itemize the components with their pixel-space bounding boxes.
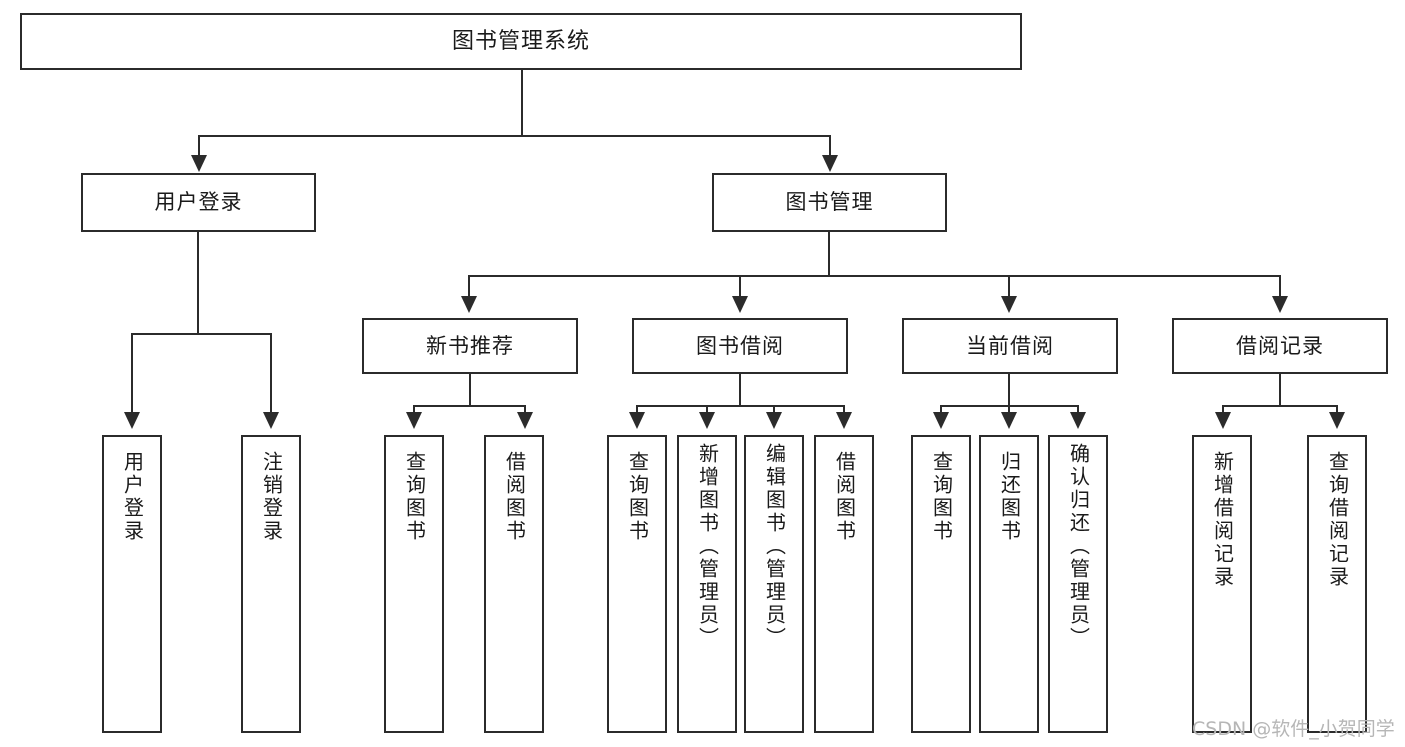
arrowhead-add-record xyxy=(1215,412,1231,429)
connector-new-book-to-leaf-1 xyxy=(413,405,415,415)
leaf-confirm-return-admin[interactable]: 确认归还（管理员） xyxy=(1048,435,1108,733)
node-user-login[interactable]: 用户登录 xyxy=(81,173,316,232)
arrowhead-current-borrow xyxy=(1001,296,1017,313)
connector-user-login-stem xyxy=(197,232,199,334)
leaf-query-book-recommend[interactable]: 查询图书 xyxy=(384,435,444,733)
connector-root-bus xyxy=(199,135,831,137)
arrowhead-new-book xyxy=(461,296,477,313)
connector-user-login-to-leaf-1 xyxy=(131,333,133,415)
connector-borrow-record-to-leaf-2 xyxy=(1336,405,1338,415)
connector-book-borrow-to-leaf-2 xyxy=(706,405,708,415)
leaf-borrow-book-recommend[interactable]: 借阅图书 xyxy=(484,435,544,733)
leaf-query-book-borrow[interactable]: 查询图书 xyxy=(607,435,667,733)
node-new-book-recommend[interactable]: 新书推荐 xyxy=(362,318,578,374)
node-book-manage[interactable]: 图书管理 xyxy=(712,173,947,232)
connector-current-borrow-to-leaf-2 xyxy=(1008,405,1010,415)
arrowhead-book-borrow xyxy=(732,296,748,313)
connector-current-borrow-stem xyxy=(1008,374,1010,406)
node-label: 查询图书 xyxy=(625,451,650,543)
connector-root-to-book-manage xyxy=(829,135,831,159)
connector-to-new-book xyxy=(468,275,470,299)
arrowhead-query-book-1 xyxy=(406,412,422,429)
node-label: 图书管理系统 xyxy=(451,28,590,54)
connector-borrow-record-bus xyxy=(1223,405,1337,407)
node-label: 确认归还（管理员） xyxy=(1066,443,1091,650)
arrowhead-user-login xyxy=(191,155,207,172)
leaf-user-login[interactable]: 用户登录 xyxy=(102,435,162,733)
arrowhead-query-book-3 xyxy=(933,412,949,429)
leaf-edit-book-admin[interactable]: 编辑图书（管理员） xyxy=(744,435,804,733)
node-root-system[interactable]: 图书管理系统 xyxy=(20,13,1022,70)
arrowhead-leaf-user-login xyxy=(124,412,140,429)
arrowhead-query-book-2 xyxy=(629,412,645,429)
connector-user-login-to-leaf-2 xyxy=(270,333,272,415)
node-label: 借阅记录 xyxy=(1236,333,1324,358)
node-label: 图书借阅 xyxy=(696,333,784,358)
connector-to-book-borrow xyxy=(739,275,741,299)
connector-book-borrow-to-leaf-1 xyxy=(636,405,638,415)
node-label: 新增借阅记录 xyxy=(1210,451,1235,589)
arrowhead-confirm-return xyxy=(1070,412,1086,429)
leaf-add-book-admin[interactable]: 新增图书（管理员） xyxy=(677,435,737,733)
connector-current-borrow-bus xyxy=(941,405,1079,407)
connector-root-stem xyxy=(521,70,523,136)
connector-book-manage-stem xyxy=(828,232,830,276)
leaf-query-book-current[interactable]: 查询图书 xyxy=(911,435,971,733)
connector-book-borrow-stem xyxy=(739,374,741,406)
leaf-logout[interactable]: 注销登录 xyxy=(241,435,301,733)
connector-current-borrow-to-leaf-1 xyxy=(940,405,942,415)
node-label: 新书推荐 xyxy=(426,333,514,358)
connector-new-book-to-leaf-2 xyxy=(524,405,526,415)
node-book-borrow[interactable]: 图书借阅 xyxy=(632,318,848,374)
node-label: 用户登录 xyxy=(154,190,243,215)
connector-book-borrow-to-leaf-4 xyxy=(843,405,845,415)
connector-new-book-bus xyxy=(414,405,526,407)
connector-to-borrow-record xyxy=(1279,275,1281,299)
arrowhead-add-book xyxy=(699,412,715,429)
node-label: 用户登录 xyxy=(120,451,145,543)
leaf-query-borrow-record[interactable]: 查询借阅记录 xyxy=(1307,435,1367,733)
node-label: 查询图书 xyxy=(929,451,954,543)
connector-root-to-user-login xyxy=(198,135,200,159)
node-label: 编辑图书（管理员） xyxy=(762,443,787,650)
node-label: 新增图书（管理员） xyxy=(695,443,720,650)
arrowhead-leaf-logout xyxy=(263,412,279,429)
node-borrow-record[interactable]: 借阅记录 xyxy=(1172,318,1388,374)
leaf-add-borrow-record[interactable]: 新增借阅记录 xyxy=(1192,435,1252,733)
connector-borrow-record-stem xyxy=(1279,374,1281,406)
node-current-borrow[interactable]: 当前借阅 xyxy=(902,318,1118,374)
leaf-return-book[interactable]: 归还图书 xyxy=(979,435,1039,733)
connector-user-login-bus xyxy=(132,333,272,335)
csdn-watermark: CSDN @软件_小贺同学 xyxy=(1192,718,1395,740)
connector-book-borrow-bus xyxy=(637,405,845,407)
node-label: 查询借阅记录 xyxy=(1325,451,1350,589)
connector-borrow-record-to-leaf-1 xyxy=(1222,405,1224,415)
arrowhead-return-book xyxy=(1001,412,1017,429)
node-label: 注销登录 xyxy=(259,451,284,543)
connector-to-current-borrow xyxy=(1008,275,1010,299)
node-label: 查询图书 xyxy=(402,451,427,543)
leaf-borrow-book[interactable]: 借阅图书 xyxy=(814,435,874,733)
arrowhead-borrow-record xyxy=(1272,296,1288,313)
node-label: 借阅图书 xyxy=(832,451,857,543)
arrowhead-book-manage xyxy=(822,155,838,172)
connector-new-book-stem xyxy=(469,374,471,406)
connector-book-borrow-to-leaf-3 xyxy=(773,405,775,415)
arrowhead-query-record xyxy=(1329,412,1345,429)
node-label: 归还图书 xyxy=(997,451,1022,543)
connector-current-borrow-to-leaf-3 xyxy=(1077,405,1079,415)
arrowhead-borrow-book-1 xyxy=(517,412,533,429)
arrowhead-edit-book xyxy=(766,412,782,429)
arrowhead-borrow-book-2 xyxy=(836,412,852,429)
node-label: 借阅图书 xyxy=(502,451,527,543)
connector-book-manage-bus xyxy=(469,275,1280,277)
node-label: 图书管理 xyxy=(785,190,874,215)
node-label: 当前借阅 xyxy=(966,333,1054,358)
